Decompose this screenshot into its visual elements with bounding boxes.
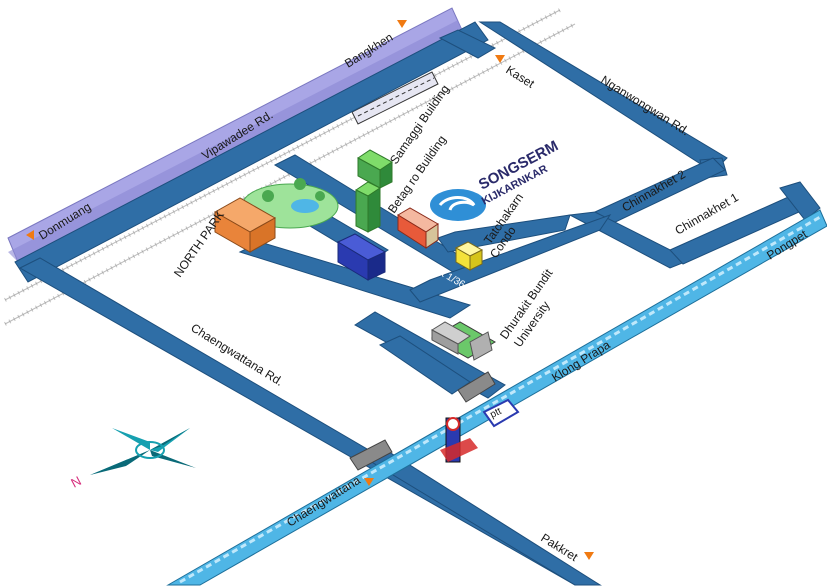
gas-station-icon: ptt [440, 398, 520, 463]
arrow-donmuang [26, 230, 34, 240]
compass-north-label: N [68, 473, 83, 491]
tatchakarn-condo [454, 241, 484, 271]
arrow-chaengwattana [364, 478, 374, 486]
arrow-pakkret [584, 552, 594, 560]
arrow-kaset [495, 55, 505, 63]
skytrain-icon [351, 71, 439, 125]
blue-office-building [336, 233, 387, 281]
direction-arrows [26, 20, 594, 560]
swirl-logo-icon [430, 189, 486, 221]
railway-corridor [4, 7, 576, 326]
betagro-building [355, 181, 381, 233]
dhurakij-bundit-university [430, 321, 496, 361]
svg-text:ptt: ptt [488, 406, 503, 421]
compass-rose-icon: N [68, 428, 196, 491]
north-park [213, 178, 339, 253]
songserm-logo: SONGSERM KIJKARNKAR [430, 137, 561, 221]
samaggi-building [357, 149, 393, 189]
red-building [397, 207, 439, 249]
road-network [14, 21, 821, 586]
label-chaengwattana: Chaengwattana [284, 473, 363, 530]
label-kaset: Kaset [503, 63, 537, 91]
klong-prapa-canal [166, 209, 827, 586]
arrow-bangkhen [397, 20, 407, 28]
label-north-park: NORTH PARK [171, 208, 227, 280]
